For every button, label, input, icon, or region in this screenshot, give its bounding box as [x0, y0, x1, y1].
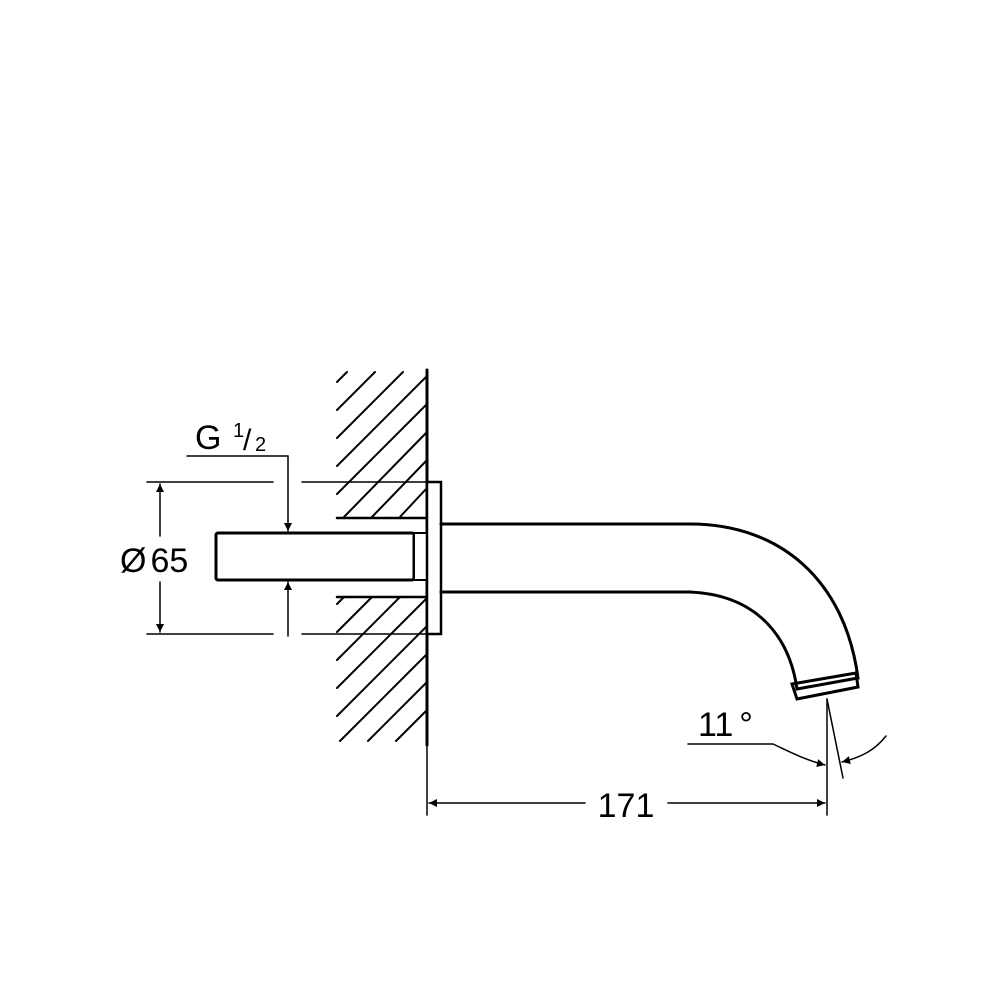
wall-hatching [336, 371, 428, 742]
thread-numerator: 1 [233, 420, 244, 442]
thread-dimension [186, 455, 292, 637]
angle-dimension [687, 698, 887, 779]
angle-unit: ° [739, 706, 753, 744]
thread-pipe [214, 531, 416, 582]
thread-slash: / [243, 424, 252, 457]
spout-body [439, 522, 860, 691]
wall-rosette [425, 480, 443, 636]
projection-dimension [428, 698, 828, 816]
diameter-dimension [146, 481, 442, 635]
diameter-symbol: Ø [120, 542, 146, 580]
thread-denominator: 2 [255, 434, 266, 456]
spout-outlet [790, 671, 860, 701]
pipe-collar [413, 532, 428, 581]
thread-label: G [195, 419, 221, 457]
angle-value: 11 [698, 706, 733, 744]
diameter-value: 65 [150, 542, 188, 580]
angle-label: 11° [698, 706, 753, 744]
thread-prefix: G [195, 419, 221, 457]
projection-label: 171 [598, 787, 655, 825]
